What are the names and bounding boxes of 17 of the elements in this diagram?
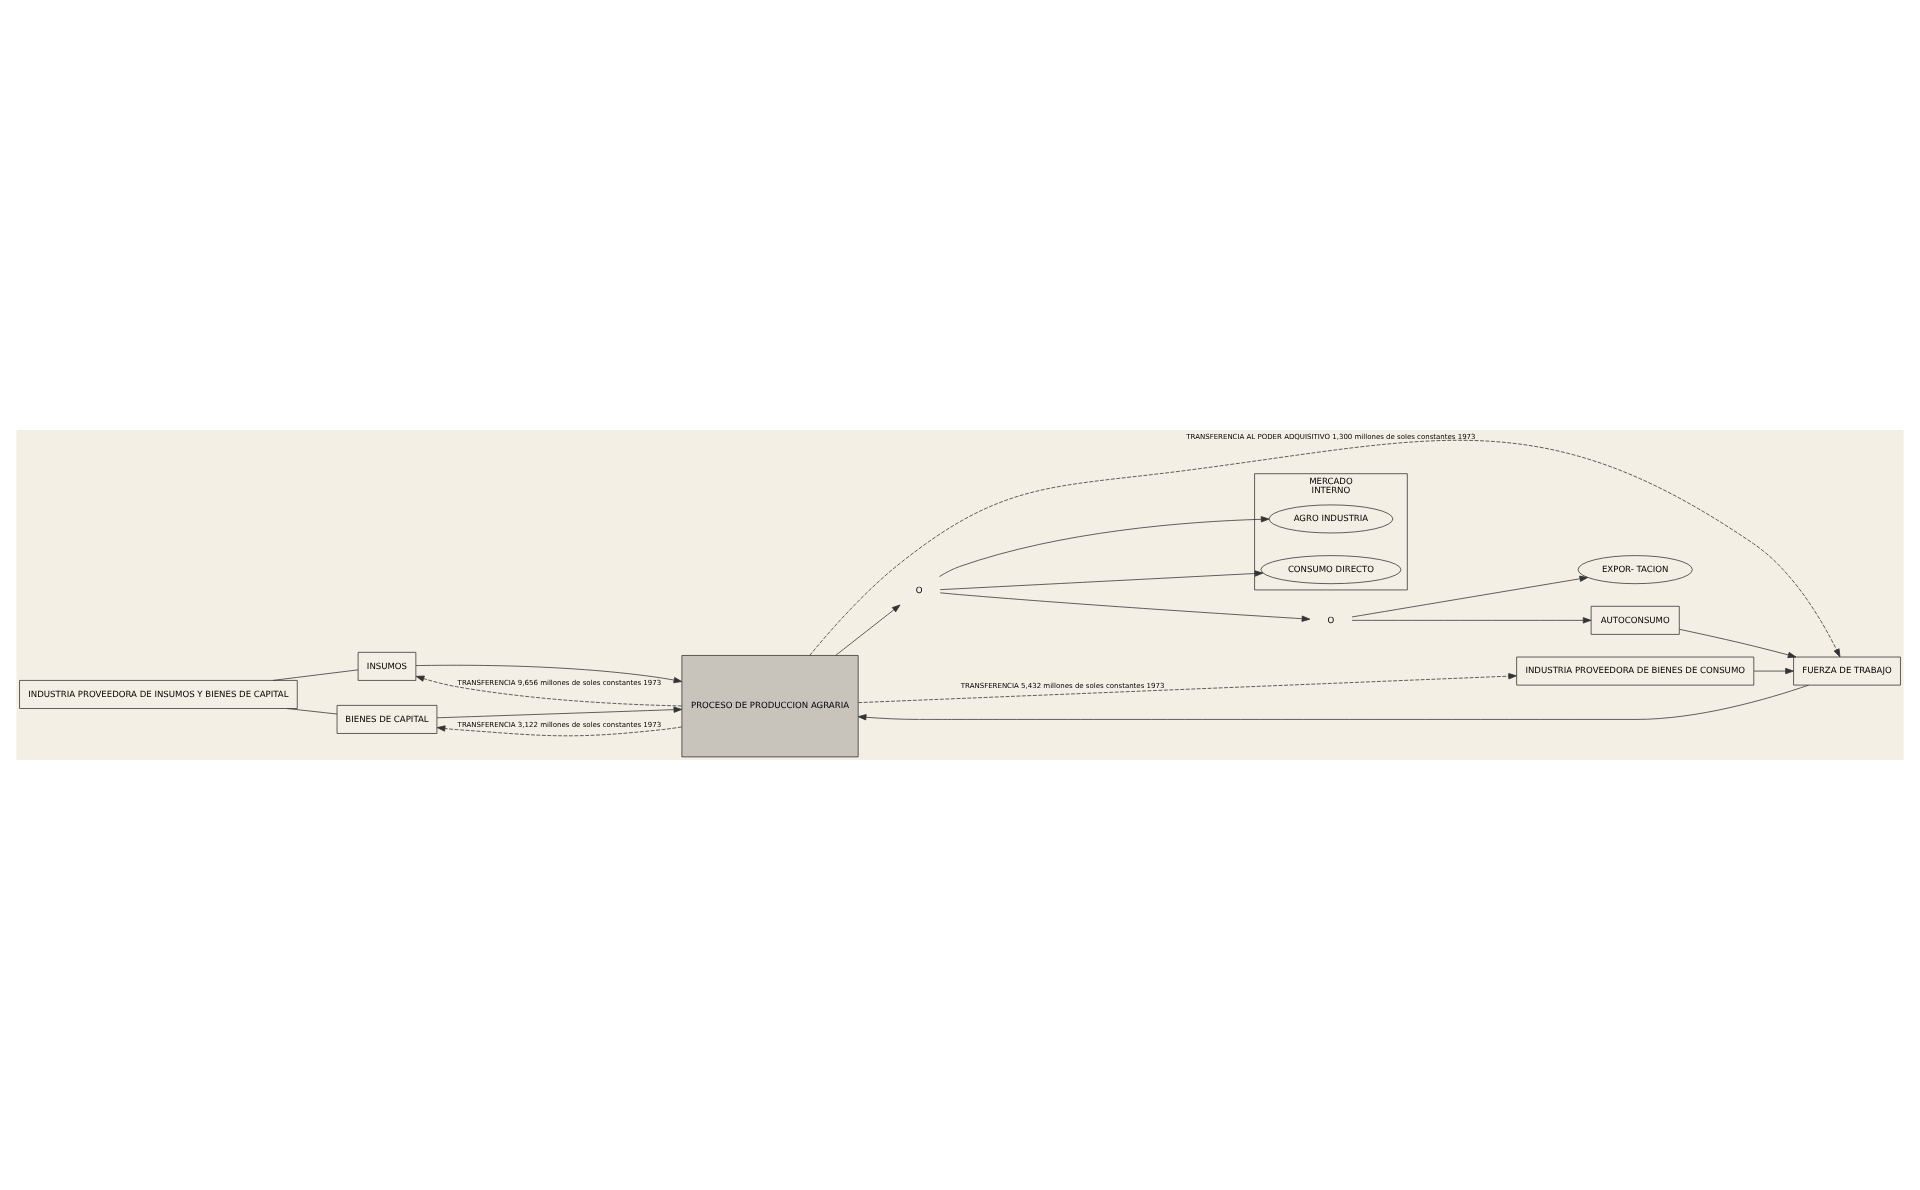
arrow bbox=[939, 516, 1270, 577]
arrow bbox=[939, 570, 1264, 591]
arrow bbox=[1351, 575, 1589, 618]
arrow bbox=[1753, 667, 1794, 675]
arrow bbox=[809, 440, 1841, 658]
arrow bbox=[939, 592, 1311, 622]
arrow bbox=[1679, 628, 1797, 658]
arrow bbox=[857, 684, 1809, 721]
arrow bbox=[436, 725, 683, 737]
arrow bbox=[858, 673, 1517, 703]
connector bbox=[286, 708, 338, 715]
arrow bbox=[835, 604, 901, 656]
arrow bbox=[436, 706, 683, 719]
arrow bbox=[415, 664, 683, 684]
arrow bbox=[1351, 617, 1592, 624]
connector bbox=[272, 669, 359, 681]
arrow bbox=[415, 675, 683, 707]
